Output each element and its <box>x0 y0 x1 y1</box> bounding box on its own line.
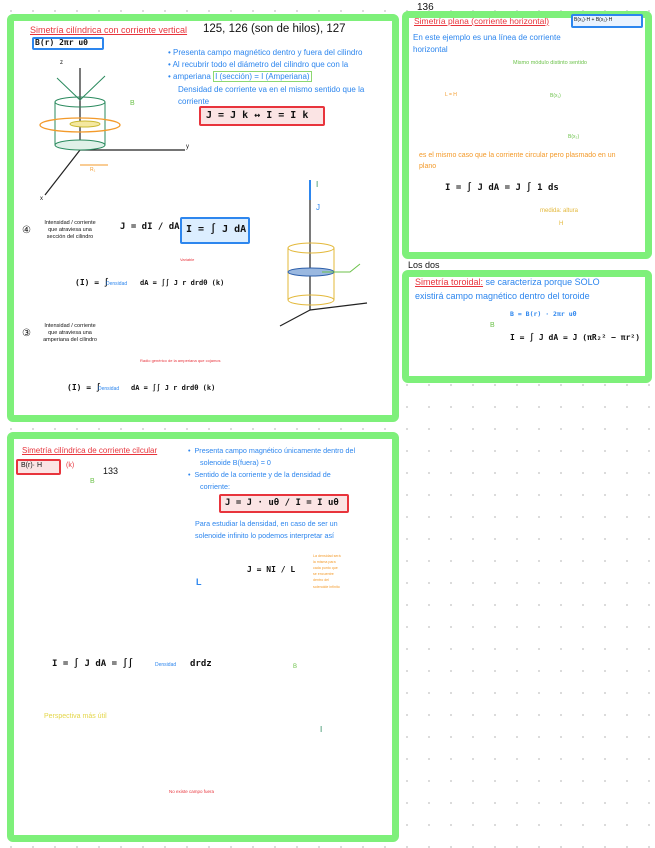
label: B(x₂) <box>568 134 580 140</box>
bullet: • Sentido de la corriente y de la densid… <box>188 470 331 479</box>
axis-label: y <box>186 144 189 150</box>
label: L <box>196 577 202 587</box>
cylinder-diagram <box>39 68 185 196</box>
subheading: Perspectiva más útil <box>44 713 107 720</box>
jn-equation: J = NI / L <box>247 565 296 574</box>
text: es el mismo caso que la corriente circul… <box>419 152 616 159</box>
text: solenoide infinito lo podemos interpreta… <box>195 531 335 540</box>
integral: dA = ∫∫ J r drdθ (k) <box>131 384 216 392</box>
section-title: Simetría plana (corriente horizontal) <box>414 16 550 26</box>
section-title: Simetría cilíndrica de corriente cilcula… <box>22 446 158 455</box>
formula-box <box>571 14 643 28</box>
i-equation: I = ∫ J dA = J (πR₂² − πr²) <box>510 333 641 342</box>
j-definition: J = dI / dA → <box>120 222 191 232</box>
text: horizontal <box>413 45 448 54</box>
annotation: No existe campo fuera <box>169 789 215 794</box>
bullet: • amperiana I (sección) = I (Amperiana) <box>168 71 312 82</box>
label: B(x₁) <box>550 93 561 99</box>
b-formula: B(r)· H <box>21 462 42 469</box>
bullet: • Presenta campo magnético dentro y fuer… <box>168 48 363 57</box>
annotation: Variable <box>180 257 195 262</box>
b-formula: B(r) 2πr uθ <box>35 38 88 47</box>
label: I <box>320 725 323 734</box>
text: Para estudiar la densidad, en caso de se… <box>195 519 338 528</box>
integral: drdz <box>190 659 212 669</box>
text: Densidad de corriente va en el mismo sen… <box>178 85 365 94</box>
i-definition: I = ∫ J dA <box>186 224 247 235</box>
integral: (I) = ∫ <box>67 383 101 392</box>
annotation: Mismo módulo distinto sentido <box>513 60 587 66</box>
i-definition-box <box>180 217 250 244</box>
j-equation: J = J k ↔ I = I k <box>206 110 309 121</box>
note-card-plane-symmetry <box>402 11 652 259</box>
section-title: Simetría cilíndrica con corriente vertic… <box>30 25 188 35</box>
axis-label: x <box>40 196 43 202</box>
text: plano <box>419 163 437 170</box>
cylinder-axes-diagram <box>279 180 368 327</box>
bullet: • Al recubrir todo el diámetro del cilin… <box>168 60 349 69</box>
formula-box <box>16 459 61 475</box>
integral: (I) = ∫ <box>75 278 109 287</box>
header: Los dos <box>408 260 440 270</box>
integral: I = ∫ J dA = ∫∫ <box>52 659 134 669</box>
text: corriente <box>178 97 210 106</box>
text: solenoide B(fuera) = 0 <box>200 458 271 467</box>
axis-label: z <box>60 60 63 66</box>
text: corriente: <box>200 482 230 491</box>
annotation: medida: altura <box>540 208 579 214</box>
page-number: 136 <box>417 2 434 13</box>
label: B <box>490 322 495 329</box>
j-equation-box <box>199 106 325 126</box>
item-number-icon: ④ <box>22 225 31 236</box>
label: B <box>90 478 95 485</box>
text: existirá campo magnético dentro del toro… <box>415 291 590 301</box>
integral: dA = ∫∫ J r drdθ (k) <box>140 279 225 287</box>
densidad-label: Densidad <box>98 386 120 392</box>
note-card-toroidal <box>402 270 652 383</box>
annotation: Radio genérico de la amperiana que cojam… <box>140 358 221 363</box>
bullet: • Presenta campo magnético únicamente de… <box>188 446 356 455</box>
equation: I = ∫ J dA = J ∫ 1 ds <box>445 183 559 193</box>
densidad-label: Densidad <box>106 281 128 287</box>
axis-label: I <box>316 180 319 189</box>
exercise-ref: 133 <box>103 466 119 476</box>
b-equation: B = B(r) · 2πr uθ <box>510 310 577 318</box>
exercise-refs: 125, 126 (son de hilos), 127 <box>203 23 346 35</box>
axis-label: J <box>316 203 320 212</box>
b-formula: B(x₁)·H + B(x₂)·H <box>574 17 613 23</box>
axis-label: R₁ <box>90 167 96 173</box>
text: En este ejemplo es una línea de corrient… <box>413 33 561 42</box>
j-equation-box <box>219 494 349 513</box>
label: L = H <box>445 92 457 98</box>
j-equation: J = J · uθ / I = I uθ <box>225 498 339 508</box>
label: B <box>293 664 298 670</box>
label: H <box>559 221 564 227</box>
formula-box <box>32 37 104 50</box>
item-number-icon: ③ <box>22 328 31 339</box>
axis-label: B <box>130 100 135 107</box>
toroidal-heading: Simetría toroidal: se caracteriza porque… <box>415 277 600 287</box>
label: (k) <box>66 462 75 469</box>
densidad-label: Densidad <box>155 662 177 668</box>
